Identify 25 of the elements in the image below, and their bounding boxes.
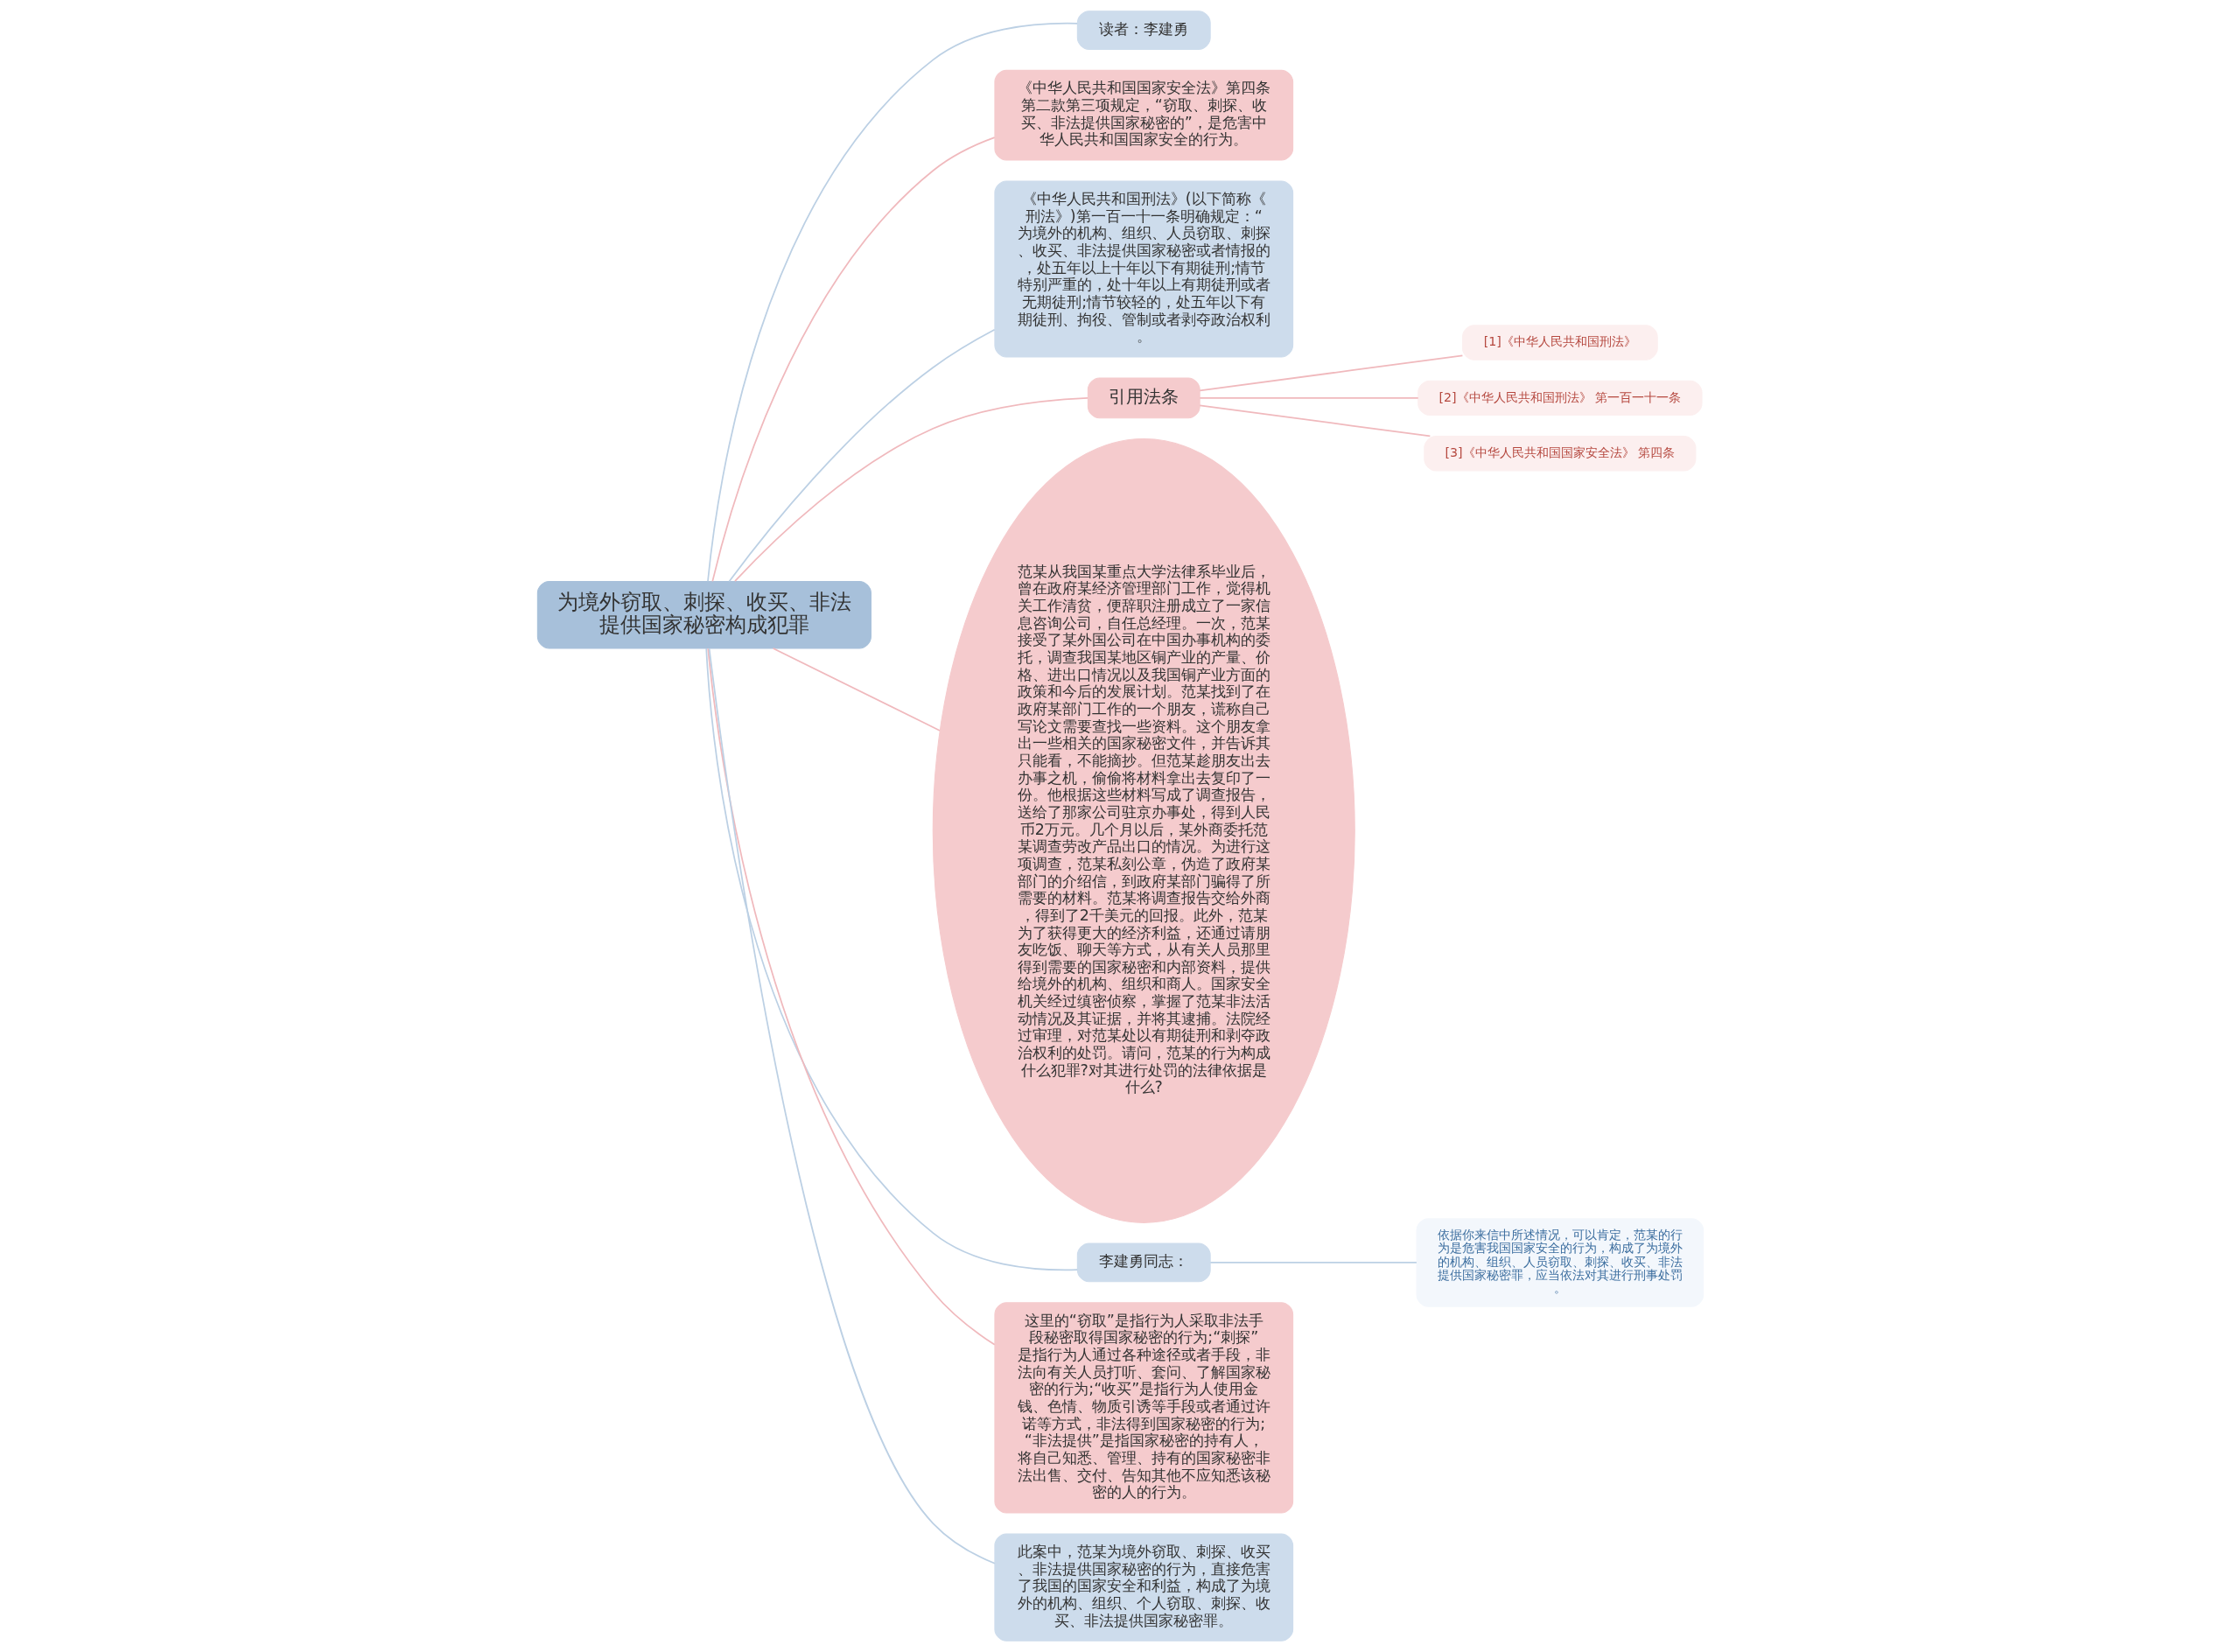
connector xyxy=(733,397,1088,583)
node-box: [1]《中华人民共和国刑法》 xyxy=(1461,325,1658,360)
node-box: [2]《中华人民共和国刑法》 第一百一十一条 xyxy=(1417,380,1703,416)
connector xyxy=(706,648,996,1346)
node-box: 引用法条 xyxy=(1087,377,1200,419)
node-box: 这里的“窃取”是指行为人采取非法手段秘密取得国家秘密的行为;“刺探”是指行为人通过各种途径或者手段，非法向有关人员打听、套问、了解国家秘密的行为;“收买”是指行为人使用金钱、色情、物质引诱等手段或者通过许诺等方式，非法得到国家秘密的行为;“非法提供”是指国家秘密的持有人，将自己知悉、管理、持有的国家秘密非法出售、交付、告知其他不应知悉该秘密的人的行为。 xyxy=(993,1302,1293,1514)
connector xyxy=(1209,1262,1418,1264)
connector xyxy=(710,136,996,583)
node-box: 此案中，范某为境外窃取、刺探、收买、非法提供国家秘密的行为，直接危害了我国的国家安全和利益，构成了为境外的机构、组织、个人窃取、刺探、收买、非法提供国家秘密罪。 xyxy=(993,1533,1293,1642)
node-ellipse: 范某从我国某重点大学法律系毕业后，曾在政府某经济管理部门工作，觉得机关工作清贫，便辞职注册成立了一家信息咨询公司，自任总经理。一次，范某接受了某外国公司在中国办事机构的委托，调查我国某地区铜产业的产量、价格、进出口情况以及我国铜产业方面的政策和今后的发展计划。范某找到了在政府某部门工作的一个朋友，谎称自己写论文需要查找一些资料。这个朋友拿出一些相关的国家秘密文件，并告诉其只能看，不能摘抄。但范某趁朋友出去办事之机，偷偷将材料拿出去复印了一份。他根据这些材料写成了调查报告，送给了那家公司驻京办事处，得到人民币2万元。几个月以后，某外商委托范某调查劳改产品出口的情况。为进行这项调查，范某私刻公章，伪造了政府某部门的介绍信，到政府某部门骗得了所需要的材料。范某将调查报告交给外商，得到了2千美元的回报。此外，范某为了获得更大的经济利益，还通过请朋友吃饭、聊天等方式，从有关人员那里得到需要的国家秘密和内部资料，提供给境外的机构、组织和商人。国家安全机关经过缜密侦察，掌握了范某非法活动情况及其证据，并将其逮捕。法院经过审理，对范某处以有期徒刑和剥夺政治权利的处罚。请问，范某的行为构成什么犯罪?对其进行处罚的法律依据是什么? xyxy=(932,438,1355,1223)
node-box: 李建勇同志： xyxy=(1076,1242,1211,1283)
node-box: 读者：李建勇 xyxy=(1076,10,1211,50)
connector xyxy=(772,648,941,732)
node-box: 依据你来信中所述情况，可以肯定，范某的行为是危害我国国家安全的行为，构成了为境外的机构、组织、人员窃取、刺探、收买、非法提供国家秘密罪，应当依法对其进行刑事处罚。 xyxy=(1416,1218,1704,1307)
node-box: [3]《中华人民共和国国家安全法》 第四条 xyxy=(1423,436,1696,472)
connector xyxy=(728,328,995,583)
node-box: 《中华人民共和国国家安全法》第四条第二款第三项规定，“窃取、刺探、收买、非法提供国家秘密的”，是危害中华人民共和国国家安全的行为。 xyxy=(993,69,1293,161)
node-box: 为境外窃取、刺探、收买、非法提供国家秘密构成犯罪 xyxy=(536,580,872,649)
connector xyxy=(704,648,1078,1271)
connector xyxy=(1198,354,1463,392)
connector xyxy=(708,648,996,1564)
connector xyxy=(1198,397,1419,399)
connector xyxy=(1198,404,1431,438)
node-box: 《中华人民共和国刑法》(以下简称《刑法》)第一百一十一条明确规定：“为境外的机构、组织、人员窃取、刺探、收买、非法提供国家秘密或者情报的，处五年以上十年以下有期徒刑;情节特别严重的，处十年以上有期徒刑或者无期徒刑;情节较轻的，处五年以下有期徒刑、拘役、管制或者剥夺政治权利。 xyxy=(993,180,1293,358)
connector xyxy=(706,22,1078,583)
